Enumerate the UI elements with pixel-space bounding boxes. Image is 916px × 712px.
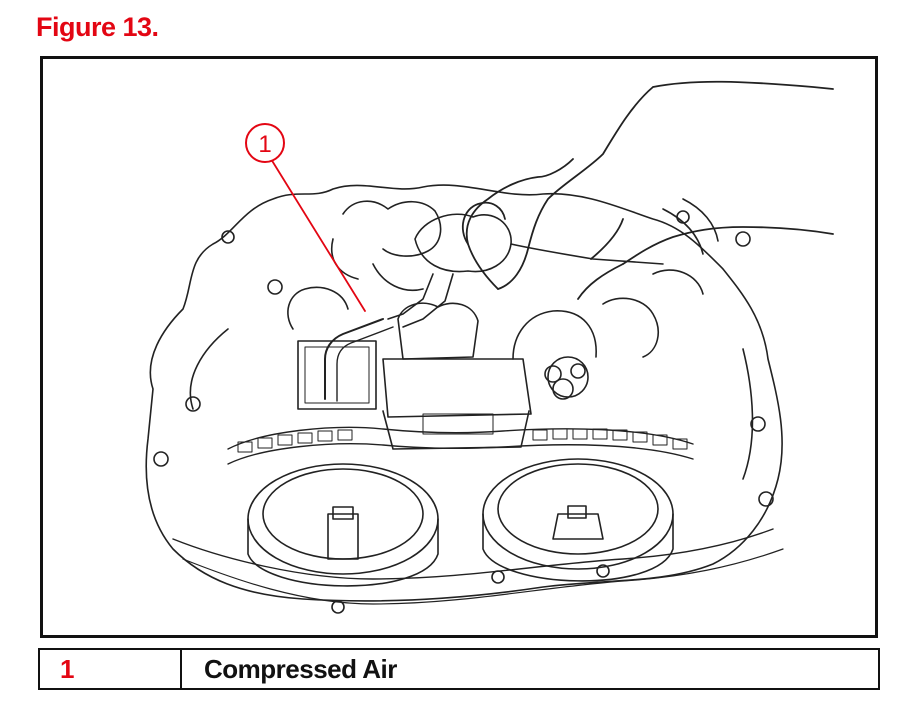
legend-item-description: Compressed Air: [204, 653, 397, 684]
gasket-rail-outer: [182, 548, 784, 605]
guide-slot: [422, 413, 494, 435]
engine-casing: [145, 184, 783, 602]
nozzle-tube: [324, 318, 384, 400]
right-sprocket: [482, 458, 674, 582]
casing-bolts: [153, 210, 774, 614]
hand: [461, 80, 834, 300]
solenoid-block: [297, 340, 377, 410]
nozzle-tube-inner: [336, 326, 394, 402]
callout-leader: [270, 158, 366, 312]
camshaft-area: [287, 200, 704, 358]
callout-label: 1: [258, 131, 271, 158]
engine-illustration: 1: [145, 80, 834, 614]
valve-body: [382, 302, 597, 418]
legend-item-number: 1: [40, 650, 182, 688]
air-gun: [387, 198, 719, 328]
timing-chain: [227, 426, 694, 465]
callout-circle: [245, 123, 285, 163]
figure-title: Figure 13.: [36, 12, 159, 42]
illustration-frame: 1: [40, 56, 878, 638]
casing-inner: [189, 328, 754, 480]
legend-table: 1 Compressed Air: [38, 648, 880, 690]
gasket-rail: [172, 528, 774, 580]
chain-guide: [382, 410, 530, 450]
left-sprocket: [247, 463, 439, 587]
